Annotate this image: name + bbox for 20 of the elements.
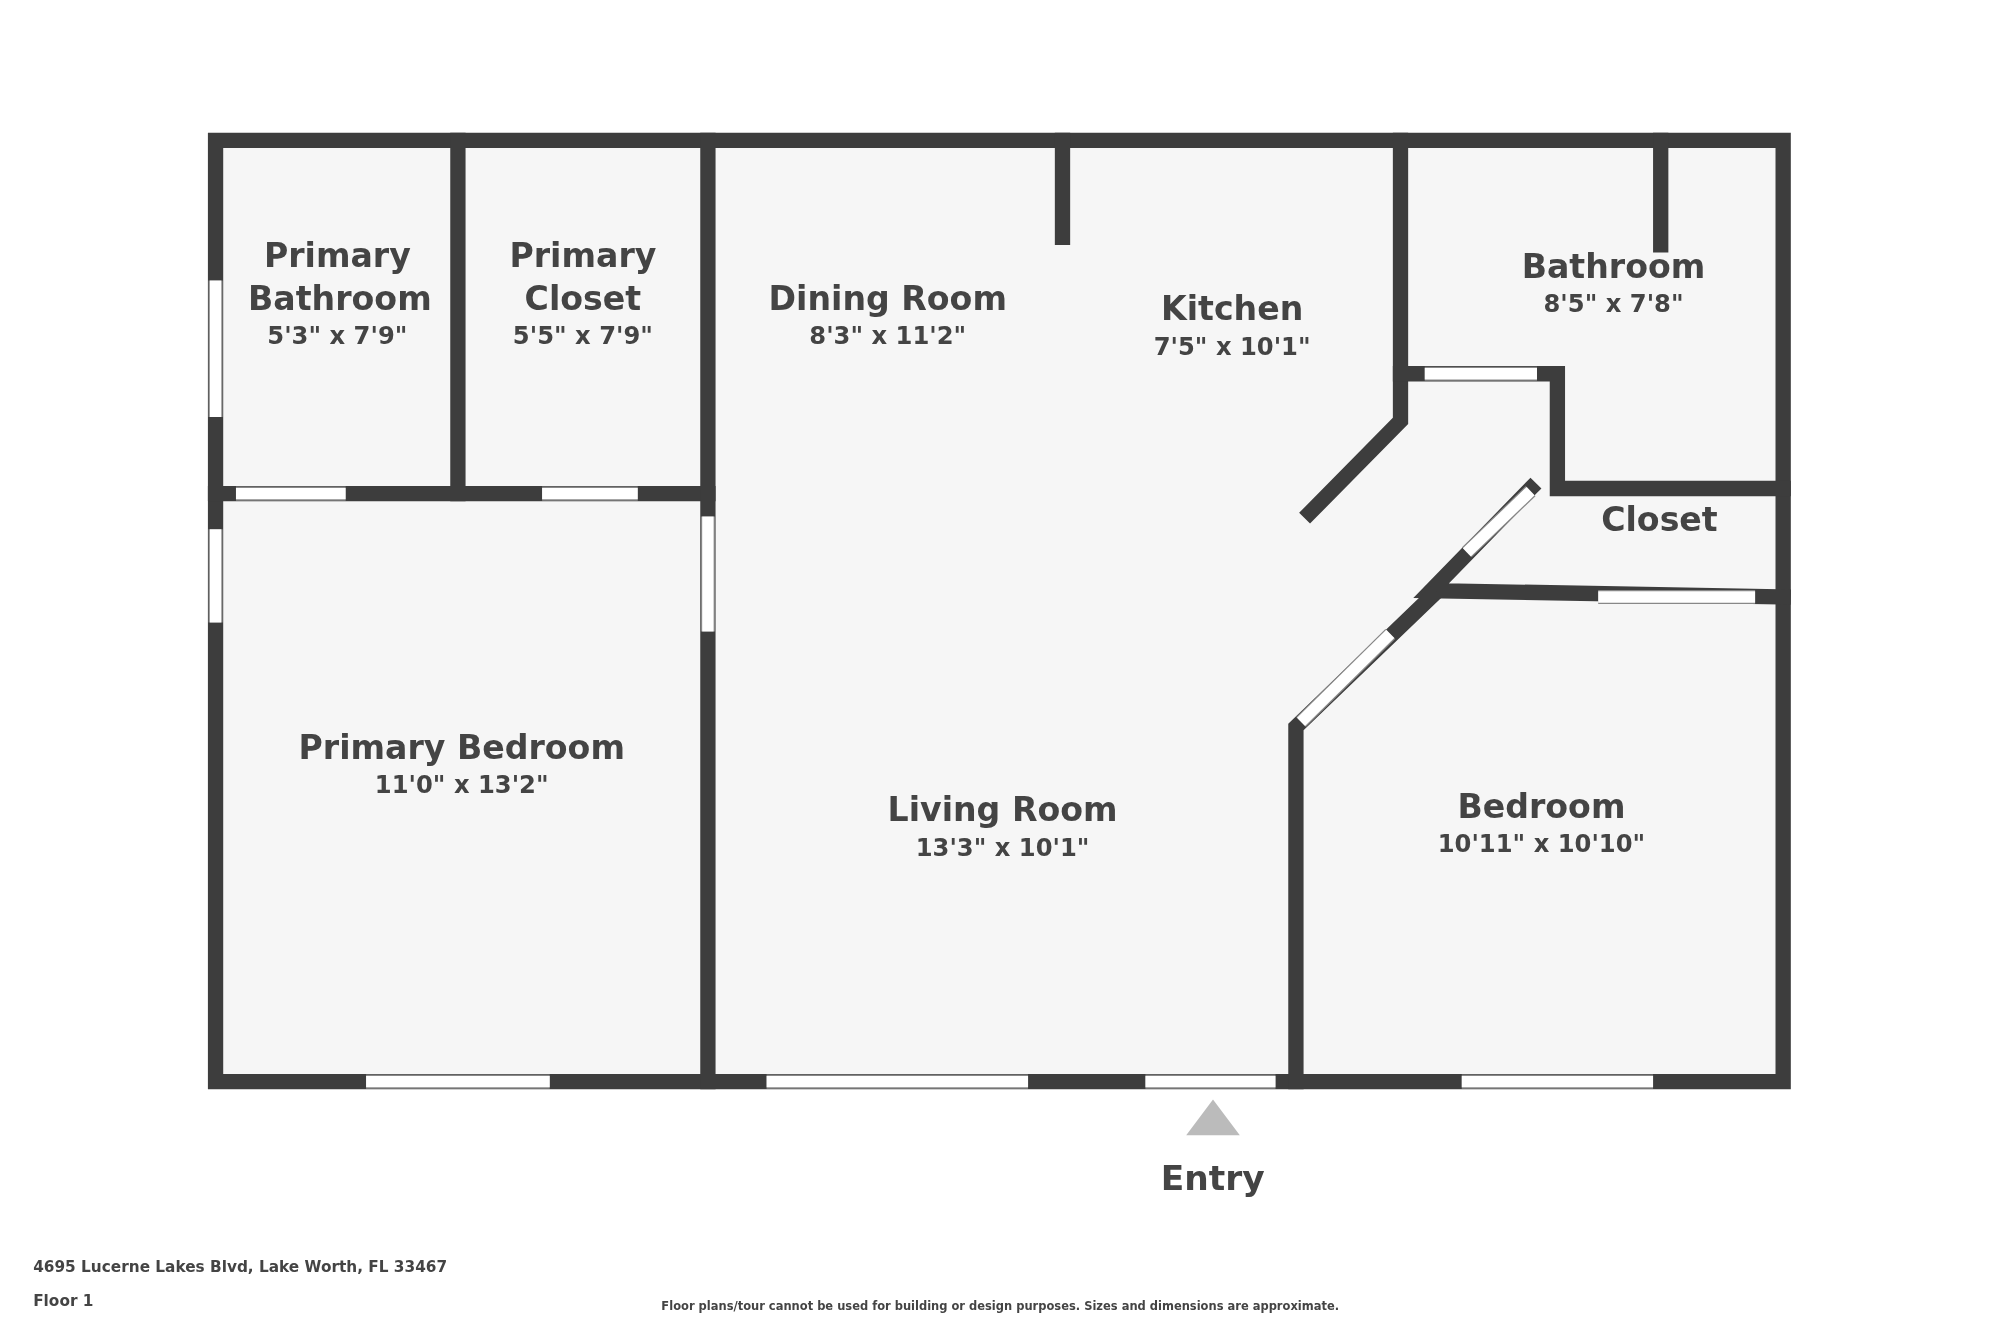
room-name: Living Room <box>886 789 1119 832</box>
entry-label: Entry <box>1160 1158 1265 1198</box>
address-text: 4695 Lucerne Lakes Blvd, Lake Worth, FL 33467 <box>33 1257 448 1276</box>
room-dimensions: 5'3" x 7'9" <box>266 320 409 351</box>
room-name: Bathroom <box>1520 246 1707 288</box>
room-dimensions: 5'5" x 7'9" <box>511 320 654 351</box>
room-dimensions: 13'3" x 10'1" <box>914 831 1091 863</box>
room-name: Dining Room <box>767 278 1008 320</box>
room-name: Bedroom <box>1456 786 1627 828</box>
room-name: Primary Closet <box>508 234 658 320</box>
room-dimensions: 11'0" x 13'2" <box>373 769 550 800</box>
room-name: Closet <box>1600 499 1719 541</box>
room-dimensions: 7'5" x 10'1" <box>1152 330 1312 361</box>
room-dimensions: 10'11" x 10'10" <box>1436 828 1647 859</box>
floor-label: Floor 1 <box>33 1292 94 1310</box>
disclaimer-note: Floor plans/tour cannot be used for building or design purposes. Sizes and dimensions are approximate. <box>661 1299 1340 1313</box>
room-name: Primary Bedroom <box>297 727 626 769</box>
room-dimensions: 8'5" x 7'8" <box>1542 288 1685 319</box>
room-name: Kitchen <box>1160 288 1305 330</box>
room-dimensions: 8'3" x 11'2" <box>808 320 968 351</box>
